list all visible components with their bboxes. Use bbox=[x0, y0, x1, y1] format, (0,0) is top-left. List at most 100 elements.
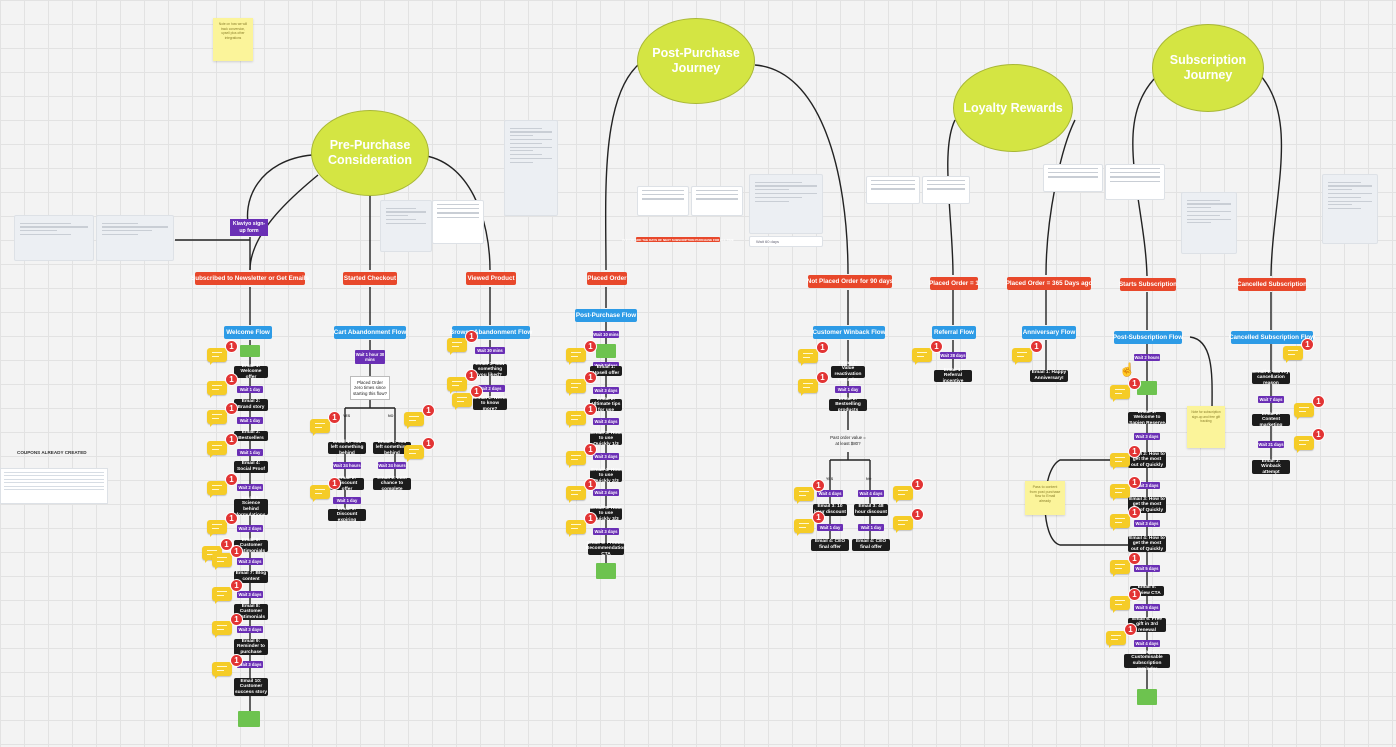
cancelled-sub-card[interactable] bbox=[1322, 174, 1378, 244]
post-purchase-wait-1[interactable]: Wait 2 days bbox=[593, 362, 619, 369]
welcome-wait-4[interactable]: Wait 2 days bbox=[237, 484, 263, 491]
placed-one-card-2[interactable] bbox=[922, 176, 970, 204]
welcome-email-4[interactable]: Email 4: Social Proof bbox=[234, 461, 268, 473]
trigger-newsletter[interactable]: Subscribed to Newsletter or Get Emails bbox=[191, 272, 309, 285]
comment-icon[interactable] bbox=[207, 381, 227, 398]
cart-yes-wait[interactable]: Wait 24 hours bbox=[333, 462, 361, 469]
welcome-email-7[interactable]: Email 7: Blog content bbox=[234, 571, 268, 583]
winback-no-wait[interactable]: Wait 4 days bbox=[858, 490, 884, 497]
trigger-cancelled-sub[interactable]: Cancelled Subscription bbox=[1237, 278, 1307, 291]
welcome-wait-6[interactable]: Wait 3 days bbox=[237, 558, 263, 565]
winback-yes-wait-2[interactable]: Wait 1 day bbox=[817, 524, 843, 531]
post-purchase-wait-0[interactable]: Wait 10 mins bbox=[593, 331, 619, 338]
comment-icon[interactable] bbox=[447, 338, 467, 355]
comment-icon[interactable] bbox=[404, 445, 424, 462]
cancelled-email-1[interactable]: Email 1: Survey cancellation reason bbox=[1252, 369, 1290, 386]
post-sub-condition[interactable] bbox=[1137, 381, 1157, 395]
loyalty-bubble[interactable]: Loyalty Rewards bbox=[953, 64, 1073, 152]
cancelled-wait-1[interactable]: Wait 7 days bbox=[1258, 396, 1284, 403]
post-sub-wait-3[interactable]: Wait 3 days bbox=[1134, 520, 1160, 527]
cart-decision[interactable]: Placed Order zero times since starting t… bbox=[350, 376, 390, 400]
welcome-email-2[interactable]: Email 2: Brand story bbox=[234, 399, 268, 411]
welcome-email-3[interactable]: Email 3: Bestsellers bbox=[234, 430, 268, 441]
comment-icon[interactable] bbox=[566, 520, 586, 537]
wait-60-card[interactable]: Wait 60 days bbox=[749, 236, 823, 247]
cancelled-email-2[interactable]: Email 2: Content marketing bbox=[1252, 412, 1290, 428]
sticky-note-top[interactable]: Note on how we will track conversion, up… bbox=[213, 18, 253, 61]
winback-wait-1[interactable]: Wait 1 day bbox=[835, 386, 861, 393]
post-sub-wait-1[interactable]: Wait 3 days bbox=[1134, 433, 1160, 440]
comment-icon[interactable] bbox=[1294, 403, 1314, 420]
winback-email-1[interactable]: Email 1: Value reactivation reminder bbox=[831, 361, 865, 383]
post-purchase-email-3[interactable]: Email 3: How to use Quickly 1/3 bbox=[590, 430, 622, 447]
post-sub-email-5[interactable]: Email 5: Review CTA bbox=[1130, 585, 1164, 596]
flow-referral[interactable]: Referral Flow bbox=[932, 326, 976, 339]
comment-icon[interactable] bbox=[566, 451, 586, 468]
trigger-checkout[interactable]: Started Checkout bbox=[343, 272, 397, 285]
flow-cancelled-sub[interactable]: Cancelled Subscription Flow bbox=[1229, 331, 1315, 344]
post-sub-email-6[interactable]: Email 6: Free gift in 3rd renewal bbox=[1128, 617, 1166, 633]
winback-no-wait-2[interactable]: Wait 1 day bbox=[858, 524, 884, 531]
browse-wait-1[interactable]: Wait 30 mins bbox=[475, 347, 505, 354]
comment-icon[interactable] bbox=[1283, 346, 1303, 363]
placed-365-card-2[interactable] bbox=[1105, 164, 1165, 200]
comment-icon[interactable] bbox=[794, 519, 814, 536]
comment-icon[interactable] bbox=[798, 379, 818, 396]
post-purchase-email-1[interactable]: Email 1: Upsell offer bbox=[590, 365, 622, 376]
post-sub-email-4[interactable]: Email 4: How to get the most out of Quic… bbox=[1128, 535, 1166, 552]
comment-icon[interactable] bbox=[1106, 631, 1126, 648]
post-sub-wait-4[interactable]: Wait 5 days bbox=[1134, 565, 1160, 572]
placed-order-card-2[interactable] bbox=[691, 186, 743, 216]
comment-icon[interactable] bbox=[893, 516, 913, 533]
referral-wait[interactable]: Wait 28 days bbox=[940, 352, 966, 359]
welcome-wait-8[interactable]: Wait 3 days bbox=[237, 626, 263, 633]
comment-icon[interactable] bbox=[1294, 436, 1314, 453]
cart-no-wait[interactable]: Wait 24 hours bbox=[378, 462, 406, 469]
welcome-wait-2[interactable]: Wait 1 day bbox=[237, 417, 263, 424]
comment-icon[interactable] bbox=[566, 348, 586, 365]
placed-365-card-1[interactable] bbox=[1043, 164, 1103, 192]
sticky-note-center[interactable]: Pass to content from post purchase flow … bbox=[1025, 481, 1065, 515]
pre-purchase-bubble[interactable]: Pre-Purchase Consideration bbox=[311, 110, 429, 196]
cancelled-wait-2[interactable]: Wait 21 days bbox=[1258, 441, 1284, 448]
post-purchase-email-2[interactable]: Email 2: Ultimate tips for use bbox=[590, 396, 622, 413]
referral-email[interactable]: Email 1: Referral incentive bbox=[934, 368, 972, 384]
post-purchase-end-condition[interactable] bbox=[596, 563, 616, 579]
flow-winback[interactable]: Customer Winback Flow bbox=[812, 326, 886, 339]
post-purchase-bubble[interactable]: Post-Purchase Journey bbox=[637, 18, 755, 104]
post-purchase-email-5[interactable]: Email 5: How to use Quickly 3/3 bbox=[590, 505, 622, 522]
welcome-wait-9[interactable]: Wait 3 days bbox=[237, 661, 263, 668]
trigger-viewed[interactable]: Viewed Product bbox=[466, 272, 516, 285]
anniversary-email[interactable]: Email 1: Happy Anniversary! bbox=[1030, 370, 1068, 382]
subscription-bubble[interactable]: Subscription Journey bbox=[1152, 24, 1264, 112]
post-sub-wait-5[interactable]: Wait 5 days bbox=[1134, 604, 1160, 611]
post-sub-email-1[interactable]: Email 1: Welcome to Sapien Reserve bbox=[1128, 409, 1166, 426]
post-sub-wait-6[interactable]: Wait 4 days bbox=[1134, 640, 1160, 647]
comment-icon[interactable] bbox=[1110, 560, 1130, 577]
comment-icon[interactable] bbox=[207, 520, 227, 537]
post-purchase-wait-3[interactable]: Wait 3 days bbox=[593, 418, 619, 425]
post-sub-end-condition[interactable] bbox=[1137, 689, 1157, 705]
comment-icon[interactable] bbox=[1110, 484, 1130, 501]
flow-cart[interactable]: Cart Abandonment Flow bbox=[334, 326, 406, 339]
comment-icon[interactable] bbox=[452, 393, 472, 410]
cart-no-email-2[interactable]: Email 2: Last chance to complete bbox=[373, 476, 411, 492]
post-sub-wait-0[interactable]: Wait 2 hours bbox=[1134, 354, 1160, 361]
post-sub-email-7[interactable]: Email 7: Customisable subscription remin… bbox=[1124, 650, 1170, 672]
welcome-wait-5[interactable]: Wait 2 days bbox=[237, 525, 263, 532]
welcome-email-1[interactable]: Email 1: Welcome offer bbox=[234, 364, 268, 380]
cart-wait-first[interactable]: Wait 1 hour 30 mins bbox=[355, 350, 385, 364]
comment-icon[interactable] bbox=[207, 481, 227, 498]
not-placed-trigger-card[interactable] bbox=[749, 174, 823, 234]
comment-icon[interactable] bbox=[404, 412, 424, 429]
newsletter-filter-card[interactable] bbox=[96, 215, 174, 261]
post-purchase-email-6[interactable]: Email 6: Product Recommendation CTA bbox=[585, 540, 627, 557]
winback-yes-wait[interactable]: Wait 4 days bbox=[817, 490, 843, 497]
viewed-product-card[interactable] bbox=[504, 120, 558, 216]
comment-icon[interactable] bbox=[912, 348, 932, 365]
welcome-wait-7[interactable]: Wait 3 days bbox=[237, 591, 263, 598]
comment-icon[interactable] bbox=[212, 662, 232, 679]
klaviyo-signup-node[interactable]: Klaviyo sign-up form bbox=[230, 219, 268, 236]
comment-icon[interactable] bbox=[212, 587, 232, 604]
